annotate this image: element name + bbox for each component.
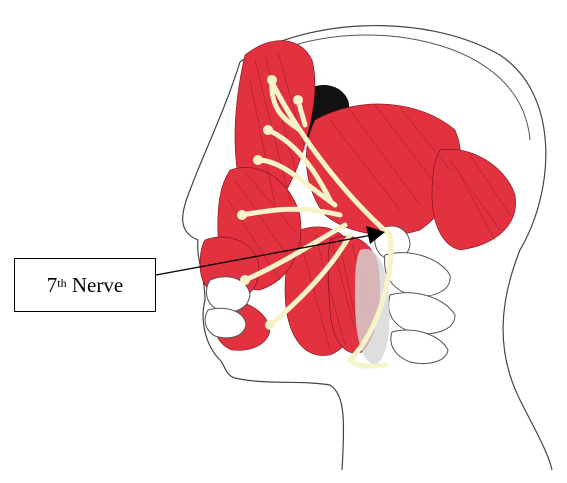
- label-superscript: th: [57, 276, 66, 291]
- occipital-muscle: [432, 149, 516, 250]
- label-number: 7: [47, 273, 58, 298]
- label-word: Nerve: [72, 273, 123, 298]
